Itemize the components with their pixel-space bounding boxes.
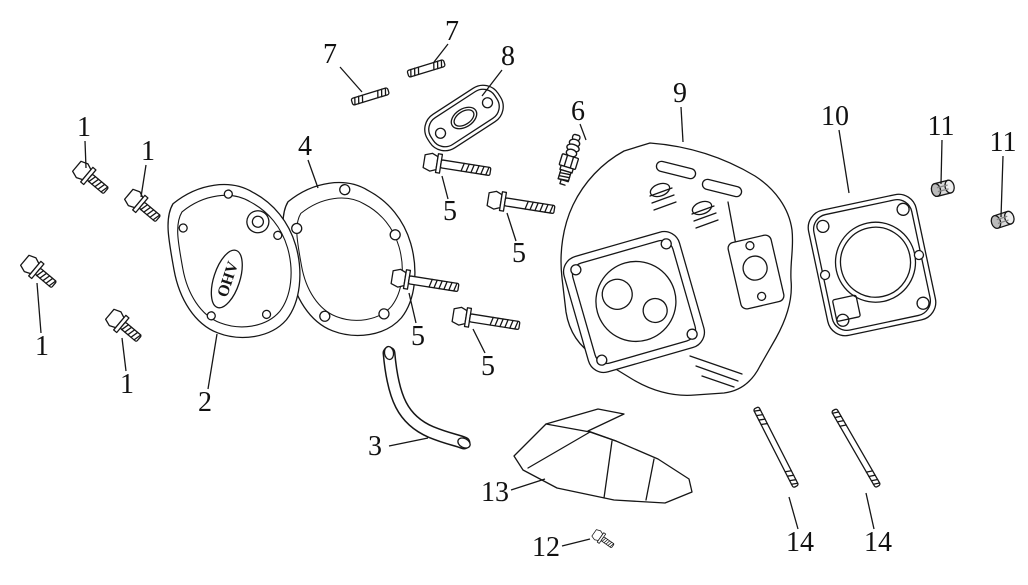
spark-plug: [553, 131, 586, 188]
breather-tube: [382, 345, 471, 450]
flange-bolt: [18, 252, 61, 293]
flange-bolt: [103, 306, 146, 347]
leader-lines: [36, 43, 1004, 547]
head-shroud: [513, 408, 693, 504]
leader-line: [441, 175, 449, 200]
leader-line: [84, 140, 87, 169]
flange-bolt: [70, 158, 113, 199]
leader-line: [36, 282, 42, 334]
leader-line: [579, 123, 587, 141]
leader-line: [510, 478, 546, 491]
dowel-pin: [929, 178, 957, 199]
leader-line: [207, 333, 218, 390]
exhaust-stud: [406, 58, 447, 78]
leader-line: [838, 129, 850, 194]
leader-line: [561, 538, 591, 547]
leader-line: [506, 212, 517, 242]
head-bolt: [486, 189, 557, 220]
cylinder-stud: [830, 407, 882, 489]
valve-cover: OHV: [155, 168, 316, 353]
leader-line: [940, 139, 943, 185]
exhaust-gasket: [424, 84, 504, 152]
leader-line: [408, 292, 417, 324]
shroud-screw: [590, 527, 617, 552]
dowel-pin: [989, 209, 1017, 231]
leader-line: [339, 66, 363, 93]
head-gasket: [807, 193, 937, 337]
valve-cover-gasket: [270, 166, 431, 351]
leader-line: [680, 106, 684, 143]
flange-bolt: [122, 186, 165, 227]
head-bolt: [422, 151, 493, 182]
cylinder-head: [560, 142, 794, 396]
head-bolt: [451, 305, 522, 336]
leader-line: [433, 43, 449, 63]
exhaust-stud: [350, 86, 391, 106]
leader-line: [307, 159, 319, 189]
leader-line: [140, 164, 147, 198]
leader-line: [121, 337, 127, 372]
leader-line: [481, 69, 503, 97]
leader-line: [1000, 155, 1004, 218]
leader-line: [388, 437, 429, 447]
leader-line: [865, 492, 875, 530]
leader-line: [788, 496, 799, 530]
cylinder-stud: [752, 405, 800, 489]
leader-line: [472, 328, 486, 354]
